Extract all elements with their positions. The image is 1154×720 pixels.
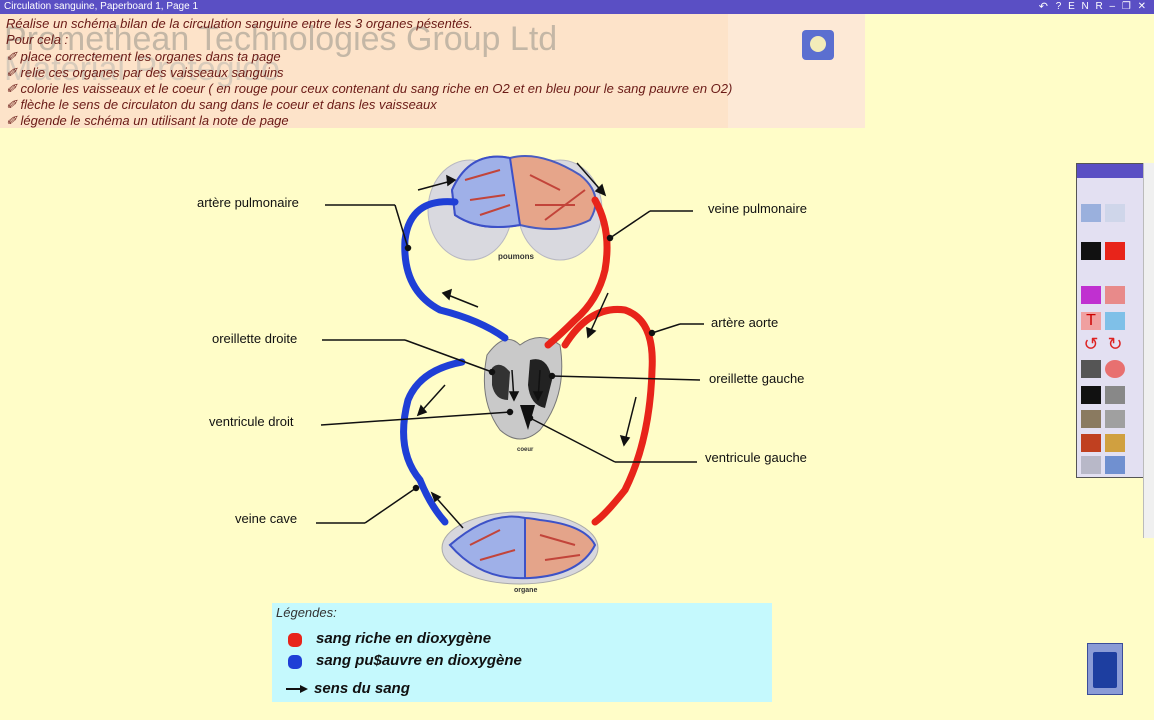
watermark-text: Promethean Technologies Group Ltd	[4, 20, 558, 58]
lungs-organ	[427, 155, 603, 261]
camera-icon[interactable]	[1081, 360, 1101, 378]
caption-organe: organe	[514, 587, 538, 594]
label-ventricule-gauche: ventricule gauche	[705, 450, 807, 465]
vertical-scrollbar[interactable]	[1143, 163, 1154, 538]
eraser-icon[interactable]	[1105, 286, 1125, 304]
instruction-line: Réalise un schéma bilan de la circulatio…	[6, 16, 473, 31]
back-arrow-icon[interactable]: ↶	[1038, 1, 1048, 13]
instruction-line: ✐ place correctement les organes dans ta…	[6, 49, 281, 64]
ruler-icon[interactable]	[1105, 456, 1125, 474]
legend-arrow-icon	[286, 685, 308, 693]
body-organ	[441, 511, 599, 585]
watermark-text-2: Material Protegido	[4, 50, 280, 88]
instruction-line: Pour cela :	[6, 32, 69, 47]
window-title: Circulation sanguine, Paperboard 1, Page…	[4, 1, 199, 12]
pen-icon[interactable]	[1081, 204, 1101, 222]
caption-poumons: poumons	[498, 252, 534, 261]
legend-blue-swatch	[288, 655, 302, 669]
label-ventricule-droit: ventricule droit	[209, 414, 294, 429]
label-artere-aorte: artère aorte	[711, 315, 779, 330]
highlighter-icon[interactable]	[1105, 204, 1125, 222]
palette-header[interactable]	[1077, 164, 1151, 178]
legend-arrow-item: sens du sang	[314, 680, 410, 697]
instruction-line: ✐ flèche le sens de circulaton du sang d…	[6, 97, 437, 112]
dice-icon[interactable]	[1081, 456, 1101, 474]
legend-box: Légendes: sang riche en dioxygène sang p…	[272, 603, 772, 702]
label-veine-cave: veine cave	[235, 511, 298, 526]
heart-organ	[483, 337, 563, 440]
color-red-swatch[interactable]	[1105, 242, 1125, 260]
window-controls[interactable]: ? E N R – ❐ ✕	[1055, 1, 1148, 12]
label-veine-pulmonaire: veine pulmonaire	[708, 201, 808, 216]
window-titlebar: Circulation sanguine, Paperboard 1, Page…	[0, 0, 1154, 14]
screenshot-icon[interactable]	[1105, 386, 1125, 404]
instruction-line: ✐ relie ces organes par des vaisseaux sa…	[6, 65, 284, 80]
protractor-icon[interactable]	[1105, 434, 1125, 452]
legend-heading: Légendes:	[276, 605, 337, 620]
note-side-panel	[728, 14, 865, 128]
compass-icon[interactable]	[1081, 434, 1101, 452]
text-icon[interactable]: T	[1081, 312, 1101, 330]
caption-coeur: coeur	[517, 447, 534, 453]
undo-icon[interactable]: ↺	[1083, 334, 1099, 354]
color-black-swatch[interactable]	[1081, 242, 1101, 260]
tools-icon[interactable]	[1105, 410, 1125, 428]
label-oreillette-gauche: oreillette gauche	[709, 371, 805, 386]
legend-blue-item: sang pu$auvre en dioxygène	[316, 652, 522, 669]
label-artere-pulmonaire: artère pulmonaire	[197, 195, 299, 210]
legend-red-swatch	[288, 633, 302, 647]
marker-icon[interactable]	[1081, 286, 1101, 304]
instruction-line: ✐ colorie les vaisseaux et le coeur ( en…	[6, 81, 733, 96]
spotlight-icon[interactable]	[1081, 386, 1101, 404]
trash-icon[interactable]	[1087, 643, 1123, 695]
tool-palette: T ↺ ↻	[1076, 163, 1152, 478]
fill-icon[interactable]	[1105, 312, 1125, 330]
instruction-note: Promethean Technologies Group Ltd Materi…	[0, 14, 865, 128]
redo-icon[interactable]: ↻	[1107, 334, 1123, 354]
clock-icon[interactable]	[1105, 360, 1125, 378]
instruction-line: ✐ légende le schéma un utilisant la note…	[6, 113, 289, 128]
assistant-icon[interactable]	[802, 30, 834, 60]
label-oreillette-droite: oreillette droite	[212, 331, 298, 346]
legend-red-item: sang riche en dioxygène	[316, 630, 492, 647]
magnifier-icon[interactable]	[1081, 410, 1101, 428]
